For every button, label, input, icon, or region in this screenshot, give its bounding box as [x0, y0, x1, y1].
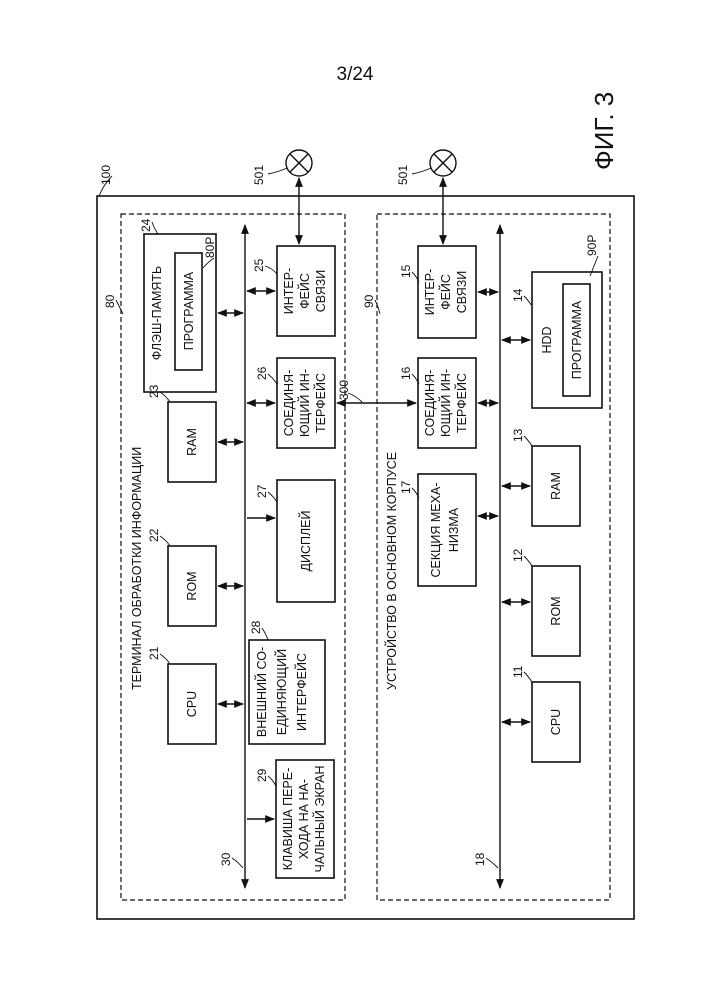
- leader-27: [268, 492, 277, 502]
- leader-12: [524, 556, 532, 566]
- main-body-title: УСТРОЙСТВО В ОСНОВНОМ КОРПУСЕ: [384, 452, 399, 690]
- ref-main-rom: 12: [511, 548, 525, 562]
- leader-14: [524, 296, 532, 306]
- ref-terminal-cpu: 21: [147, 646, 161, 660]
- main-cpu-label: CPU: [549, 709, 563, 735]
- ref-outer: 100: [99, 165, 113, 185]
- leader-18: [486, 858, 498, 868]
- main-comm-line-2: ФЕЙС: [438, 274, 453, 310]
- terminal-title: ТЕРМИНАЛ ОБРАБОТКИ ИНФОРМАЦИИ: [130, 447, 144, 690]
- ext-interface-line-2: ЕДИНЯЮЩИЙ: [274, 649, 289, 735]
- leader-antenna-top: [268, 168, 287, 174]
- leader-13: [524, 436, 532, 446]
- ref-terminal-conn: 26: [255, 366, 269, 380]
- leader-terminal: [116, 300, 123, 314]
- terminal-conn-line-2: ЮЩИЙ ИН-: [297, 369, 312, 437]
- ref-display: 27: [255, 484, 269, 498]
- home-key-line-2: ХОДА НА НА-: [297, 779, 311, 859]
- ref-antenna-top: 501: [252, 165, 266, 185]
- antenna-bottom-icon: [430, 150, 456, 176]
- ref-flash: 24: [139, 218, 153, 232]
- main-comm-line-1: ИНТЕР-: [423, 269, 437, 315]
- ref-mech: 17: [399, 480, 413, 494]
- display-label: ДИСПЛЕЙ: [298, 511, 313, 572]
- antenna-top-icon: [286, 150, 312, 176]
- ref-main-ram: 13: [511, 428, 525, 442]
- terminal-ram-label: RAM: [185, 428, 199, 456]
- leader-26: [268, 374, 277, 384]
- ref-terminal-rom: 22: [147, 528, 161, 542]
- hdd-program-label: ПРОГРАММА: [570, 300, 584, 379]
- ref-bus-main: 18: [473, 852, 487, 866]
- ref-bus-terminal: 30: [219, 852, 233, 866]
- mechanism-line-2: НИЗМА: [447, 507, 461, 552]
- leader-11: [524, 672, 532, 682]
- terminal-comm-line-2: ФЕЙС: [297, 273, 312, 309]
- leader-21: [160, 654, 170, 664]
- leader-23: [160, 392, 170, 402]
- ref-terminal-ram: 23: [147, 384, 161, 398]
- main-rom-label: ROM: [549, 596, 563, 625]
- ref-main-comm: 15: [399, 264, 413, 278]
- ref-link: 300: [337, 380, 351, 400]
- figure-label: ФИГ. 3: [589, 92, 619, 170]
- ref-80p: 80P: [203, 237, 217, 258]
- terminal-rom-label: ROM: [185, 571, 199, 600]
- terminal-conn-line-3: ТЕРФЕЙС: [313, 373, 328, 433]
- ext-interface-line-1: ВНЕШНИЙ СО-: [254, 647, 269, 737]
- leader-29: [268, 776, 276, 786]
- flash-program-label: ПРОГРАММА: [182, 271, 196, 350]
- ref-antenna-bottom: 501: [396, 165, 410, 185]
- ref-ext: 28: [249, 620, 263, 634]
- main-conn-line-3: ТЕРФЕЙС: [454, 373, 469, 433]
- terminal-comm-line-1: ИНТЕР-: [282, 268, 296, 314]
- main-ram-label: RAM: [549, 472, 563, 500]
- ext-interface-line-3: ИНТЕРФЕЙС: [294, 653, 309, 731]
- ref-main-body: 90: [362, 294, 376, 308]
- terminal-comm-line-3: СВЯЗИ: [314, 270, 328, 313]
- ref-hdd: 14: [511, 288, 525, 302]
- leader-22: [160, 536, 170, 546]
- leader-25: [265, 266, 277, 274]
- ref-home: 29: [255, 768, 269, 782]
- home-key-line-1: КЛАВИША ПЕРЕ-: [281, 768, 295, 871]
- ref-terminal: 80: [103, 294, 117, 308]
- leader-antenna-bottom: [412, 168, 431, 174]
- terminal-conn-line-1: СОЕДИНЯ-: [282, 370, 296, 436]
- terminal-cpu-label: CPU: [185, 691, 199, 717]
- ref-main-cpu: 11: [511, 665, 525, 678]
- home-key-line-3: ЧАЛЬНЫЙ ЭКРАН: [312, 765, 327, 872]
- leader-30: [232, 858, 243, 868]
- mechanism-line-1: СЕКЦИЯ МЕХА-: [429, 483, 443, 578]
- ref-main-conn: 16: [399, 366, 413, 380]
- ref-90p: 90P: [585, 235, 599, 256]
- main-conn-line-2: ЮЩИЙ ИН-: [438, 369, 453, 437]
- hdd-label: HDD: [540, 326, 554, 353]
- main-conn-line-1: СОЕДИНЯ-: [423, 370, 437, 436]
- main-comm-line-3: СВЯЗИ: [455, 271, 469, 314]
- flash-memory-label: ФЛЭШ-ПАМЯТЬ: [150, 266, 164, 361]
- ref-terminal-comm: 25: [252, 258, 266, 272]
